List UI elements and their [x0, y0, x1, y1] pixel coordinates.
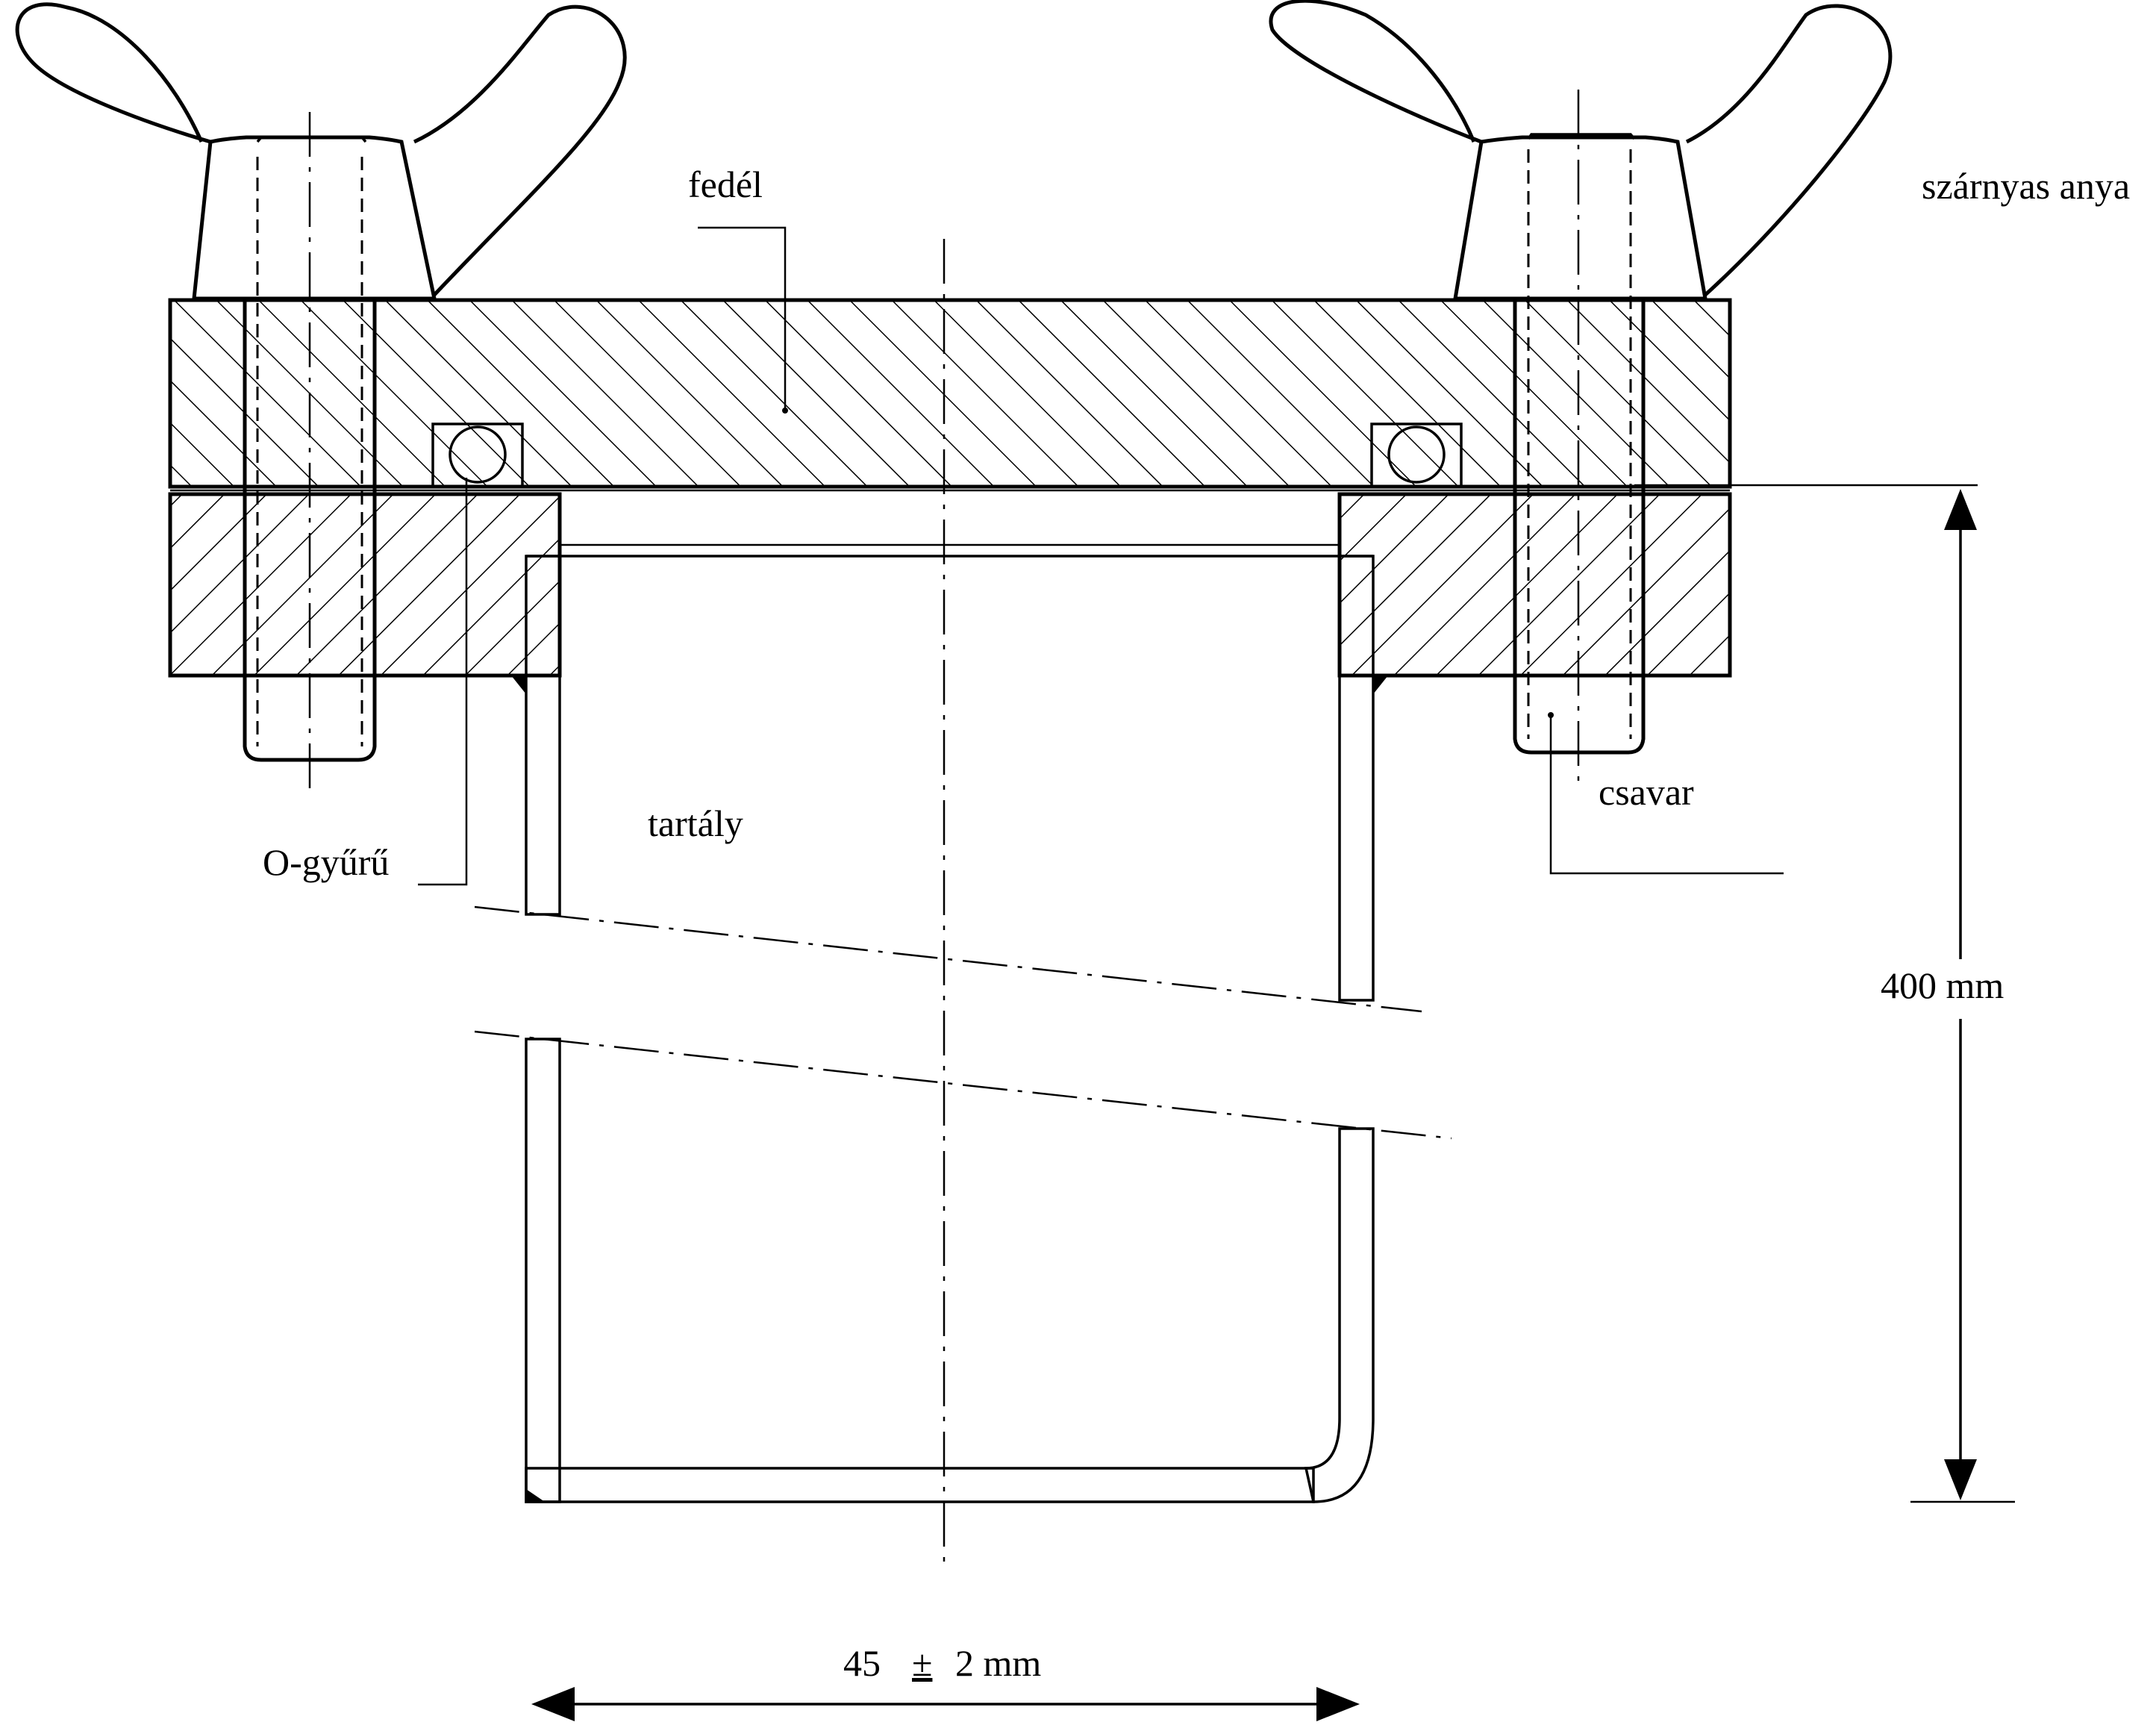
container-flange: [168, 489, 1732, 678]
o-ring-right: [1387, 425, 1446, 484]
label-container: tartály: [648, 802, 743, 844]
label-o-ring: O-gyűrű: [263, 841, 389, 883]
label-width-value: 45: [843, 1642, 881, 1684]
container-body: [511, 543, 1388, 1503]
leader-lines: [418, 226, 1784, 886]
label-width-rest: 2 mm: [955, 1642, 1041, 1684]
wing-nut-right: [1269, 0, 1893, 301]
label-bolt: csavar: [1599, 771, 1694, 813]
bolt-right: [1513, 90, 1646, 791]
label-height-dimension: 400 mm: [1881, 964, 2004, 1006]
wing-nut-left: [15, 2, 627, 301]
break-lines: [474, 905, 1452, 1140]
height-dimension: [1634, 484, 2015, 1503]
lid-plate: [168, 298, 1732, 489]
bolt-left: [243, 112, 377, 795]
label-width-tolerance: ±: [912, 1642, 932, 1684]
label-lid: fedél: [688, 163, 763, 205]
o-ring-left: [449, 425, 507, 484]
width-dimension: [531, 1687, 1360, 1721]
label-wing-nut: szárnyas anya: [1922, 165, 2130, 207]
